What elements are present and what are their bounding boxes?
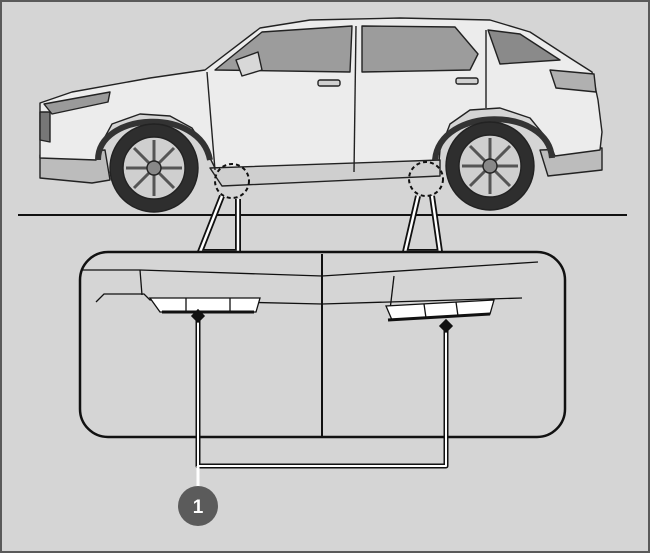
car-side-sill — [209, 159, 441, 187]
car-side-mirror — [235, 51, 263, 77]
front-jack-point-detail — [82, 269, 323, 314]
rear-jack-marker — [438, 318, 454, 334]
callout-badge: 1 — [178, 486, 218, 526]
car-headlight — [43, 91, 111, 115]
car-front-grille — [39, 111, 51, 143]
car-rear-wheel-arch — [432, 116, 555, 161]
front-jack-point-locator — [214, 163, 250, 199]
car-taillight — [549, 69, 597, 93]
front-jack-marker — [190, 308, 206, 324]
car-front-door-handle — [317, 79, 341, 87]
car-rear-door-handle — [455, 77, 479, 85]
car-b-pillar — [353, 25, 357, 173]
suv-side-view-icon — [39, 17, 603, 213]
rear-jack-point-detail — [321, 261, 539, 322]
car-rear-window — [361, 25, 479, 73]
rear-jack-point-locator — [408, 161, 444, 197]
car-rear-wheel — [445, 121, 535, 211]
car-front-wheel — [109, 123, 199, 213]
callout-number: 1 — [193, 497, 204, 518]
front-jack-point-icon — [148, 297, 261, 313]
car-quarter-window — [487, 29, 561, 65]
car-front-door-edge — [206, 71, 216, 171]
car-front-wheel-arch — [95, 118, 213, 161]
